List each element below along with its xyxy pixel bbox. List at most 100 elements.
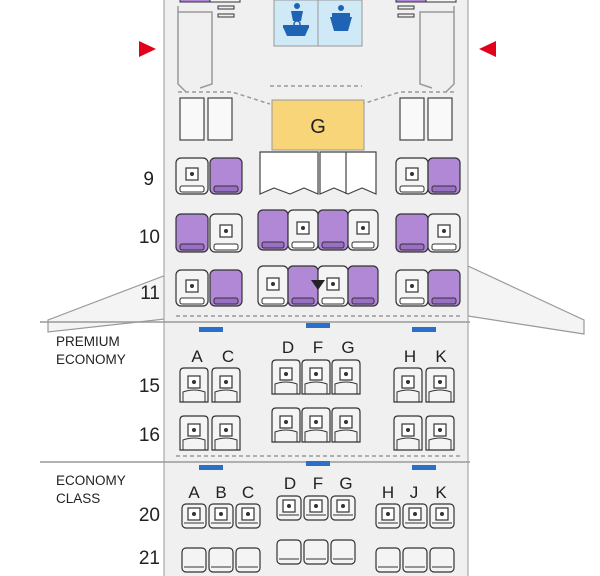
column-letter: C [222, 347, 234, 366]
economy-seat[interactable] [429, 503, 455, 529]
economy-seat[interactable] [208, 503, 234, 529]
business-seat-occupied[interactable] [287, 265, 319, 307]
economy-seat[interactable] [181, 547, 207, 573]
row-label: 21 [139, 548, 160, 569]
economy-seat[interactable] [375, 503, 401, 529]
business-seat-occupied[interactable] [427, 269, 461, 307]
galley-label: G [310, 116, 326, 138]
column-letter: B [215, 483, 226, 502]
door-area-walls [177, 6, 455, 105]
column-letter: C [242, 483, 254, 502]
right-wing [467, 265, 585, 335]
premium-economy-seat[interactable] [331, 359, 361, 395]
business-seat[interactable] [317, 265, 349, 307]
economy-seat[interactable] [375, 547, 401, 573]
business-seat[interactable] [209, 213, 243, 253]
premium-economy-seat[interactable] [301, 359, 331, 395]
business-seat-occupied[interactable] [209, 157, 243, 195]
row-labels: 9 10 11 15 16 20 21 [139, 169, 160, 569]
economy-seat[interactable] [235, 547, 261, 573]
column-letter: F [313, 474, 323, 493]
lavatory-block [273, 0, 363, 47]
business-seat-occupied[interactable] [347, 265, 379, 307]
cabin-name-line: PREMIUM [56, 334, 120, 349]
lavatory-icon [283, 3, 352, 36]
business-seat-occupied[interactable] [257, 209, 289, 251]
row-label: 11 [140, 283, 160, 304]
bassinet-icon [199, 327, 223, 332]
bassinet-icon [199, 465, 223, 470]
business-seat[interactable] [395, 157, 429, 195]
closets [179, 97, 453, 141]
business-seat[interactable] [395, 269, 429, 307]
economy-seat[interactable] [402, 503, 428, 529]
premium-economy-seat[interactable] [211, 415, 241, 451]
premium-economy-seat[interactable] [393, 415, 423, 451]
economy-seat[interactable] [402, 547, 428, 573]
economy-seat[interactable] [330, 495, 356, 521]
business-seat[interactable] [175, 269, 209, 307]
economy-seat[interactable] [181, 503, 207, 529]
business-seat[interactable] [175, 157, 209, 195]
galley: G [271, 99, 365, 151]
economy-seat[interactable] [208, 547, 234, 573]
column-letter: G [339, 474, 352, 493]
center-storage [259, 151, 377, 195]
column-letter: D [284, 474, 296, 493]
economy-seat[interactable] [429, 547, 455, 573]
down-arrow-icon [311, 280, 325, 290]
exit-right-icon [479, 41, 496, 57]
column-letter: H [404, 347, 416, 366]
column-letter: J [410, 483, 419, 502]
row-label: 10 [139, 227, 160, 248]
bassinet-icon [412, 465, 436, 470]
premium-economy-seat[interactable] [271, 407, 301, 443]
row-label: 16 [139, 425, 160, 446]
premium-economy-seat[interactable] [271, 359, 301, 395]
premium-economy-seat[interactable] [179, 415, 209, 451]
premium-economy-seat[interactable] [179, 367, 209, 403]
cabin-name-line: ECONOMY [56, 473, 126, 488]
business-seat-occupied[interactable] [427, 157, 461, 195]
column-letter: D [282, 338, 294, 357]
bassinet-icon [306, 461, 330, 466]
economy-seat[interactable] [276, 539, 302, 565]
column-letter: F [313, 338, 323, 357]
business-seat[interactable] [347, 209, 379, 251]
business-seat[interactable] [287, 209, 319, 251]
premium-economy-seat[interactable] [425, 367, 455, 403]
business-seat-occupied[interactable] [317, 209, 349, 251]
column-letter: A [191, 347, 203, 366]
business-seat-occupied[interactable] [175, 213, 209, 253]
bassinet-icon [306, 323, 330, 328]
column-letter: A [188, 483, 200, 502]
column-letter: K [435, 483, 447, 502]
bassinet-icon [412, 327, 436, 332]
top-seat-remnants [179, 0, 457, 18]
economy-seat[interactable] [303, 539, 329, 565]
row-label: 20 [139, 505, 160, 526]
cabin-labels: PREMIUM ECONOMY ECONOMY CLASS [56, 334, 126, 506]
cabin-name-line: ECONOMY [56, 352, 126, 367]
column-letter: H [382, 483, 394, 502]
bulkhead-lines [176, 315, 460, 457]
column-letter: K [435, 347, 447, 366]
business-seat[interactable] [427, 213, 461, 253]
cabin-name-line: CLASS [56, 491, 100, 506]
business-seat-occupied[interactable] [209, 269, 243, 307]
row-label: 9 [143, 169, 154, 190]
premium-economy-seat[interactable] [331, 407, 361, 443]
premium-economy-seat[interactable] [425, 415, 455, 451]
economy-seat[interactable] [303, 495, 329, 521]
exit-left-icon [139, 41, 156, 57]
premium-economy-seat[interactable] [211, 367, 241, 403]
business-seat[interactable] [257, 265, 289, 307]
premium-economy-seat[interactable] [301, 407, 331, 443]
premium-economy-seat[interactable] [393, 367, 423, 403]
economy-seat[interactable] [235, 503, 261, 529]
economy-seat[interactable] [276, 495, 302, 521]
economy-seat[interactable] [330, 539, 356, 565]
column-letters: A C D F G H K A B C D F G H J K [188, 338, 447, 502]
column-letter: G [341, 338, 354, 357]
business-seat-occupied[interactable] [395, 213, 429, 253]
